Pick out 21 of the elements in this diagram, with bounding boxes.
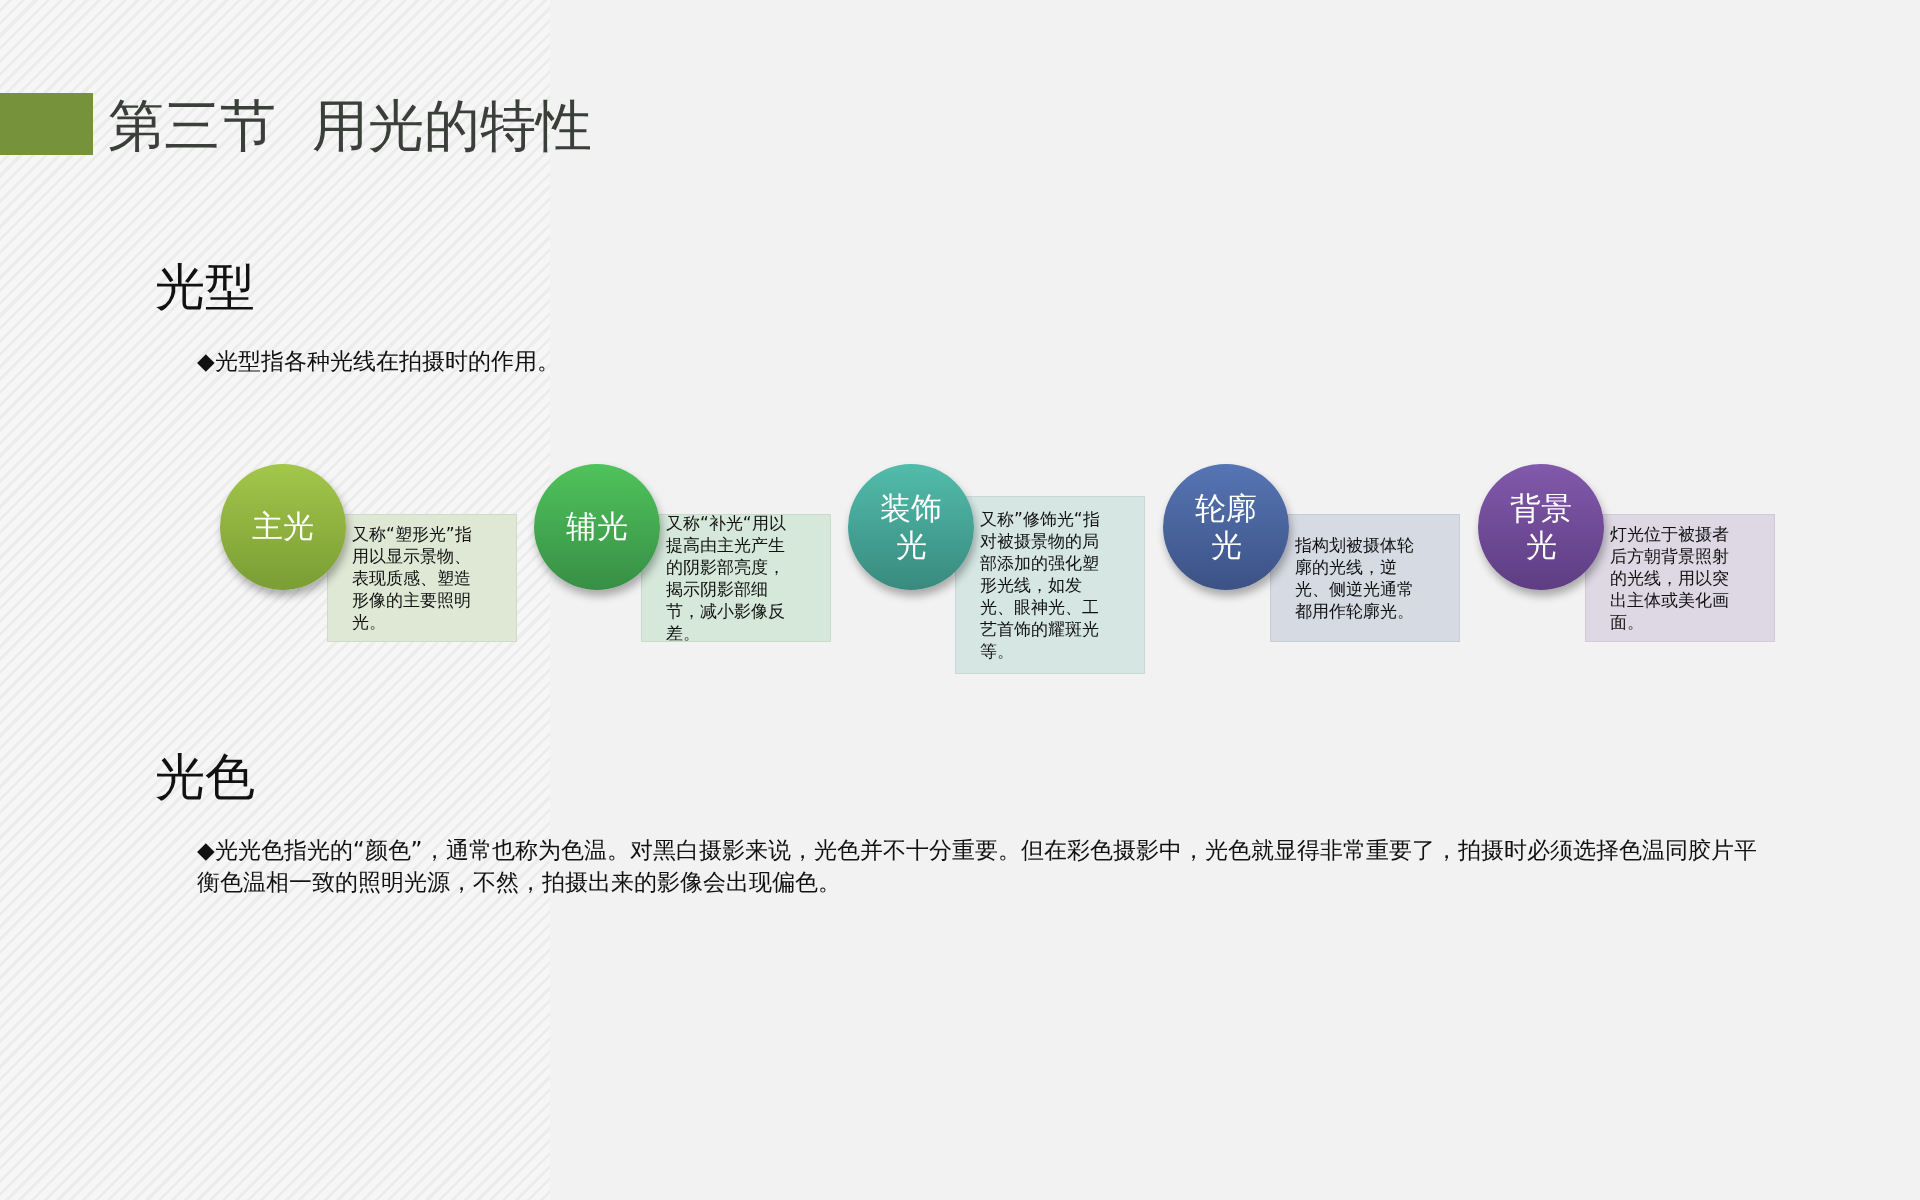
slide-title: 第三节 用光的特性 <box>108 92 592 160</box>
description-card <box>327 514 517 642</box>
circle-label: 主光 <box>251 508 315 546</box>
bullet-text: ◆光型指各种光线在拍摄时的作用。 <box>197 347 561 376</box>
circle-label: 轮廓光 <box>1194 489 1258 565</box>
description-text: 灯光位于被摄者后方朝背景照射的光线，用以突出主体或美化画面。 <box>1610 523 1730 633</box>
description-text: 又称“塑形光”指用以显示景物、表现质感、塑造形像的主要照明光。 <box>352 523 473 633</box>
section-heading: 光色 <box>155 747 255 808</box>
circle-label: 背景光 <box>1509 489 1573 565</box>
description-text: 又称“补光“用以提高由主光产生的阴影部亮度，揭示阴影部细节，减小影像反差。 <box>666 512 787 644</box>
circle-label: 辅光 <box>565 508 629 546</box>
description-text: 指构划被摄体轮廓的光线，逆光、侧逆光通常都用作轮廓光。 <box>1295 534 1415 622</box>
description-card <box>641 514 831 642</box>
section-heading: 光型 <box>155 257 255 318</box>
description-card <box>1585 514 1775 642</box>
bullet-paragraph: ◆光光色指光的“颜色”，通常也称为色温。对黑白摄影来说，光色并不十分重要。但在彩色摄影中，光色就显得非常重要了，拍摄时必须选择色温同胶片平衡色温相一致的照明光源，不然，拍摄出来的影像会出现偏色。 <box>197 836 1757 898</box>
description-card <box>955 496 1145 674</box>
light-type-circle <box>534 464 660 590</box>
description-text: 又称”修饰光“指对被摄景物的局部添加的强化塑形光线，如发光、眼神光、工艺首饰的耀斑光等。 <box>980 508 1101 662</box>
circle-label: 装饰光 <box>879 489 943 565</box>
description-card <box>1270 514 1460 642</box>
